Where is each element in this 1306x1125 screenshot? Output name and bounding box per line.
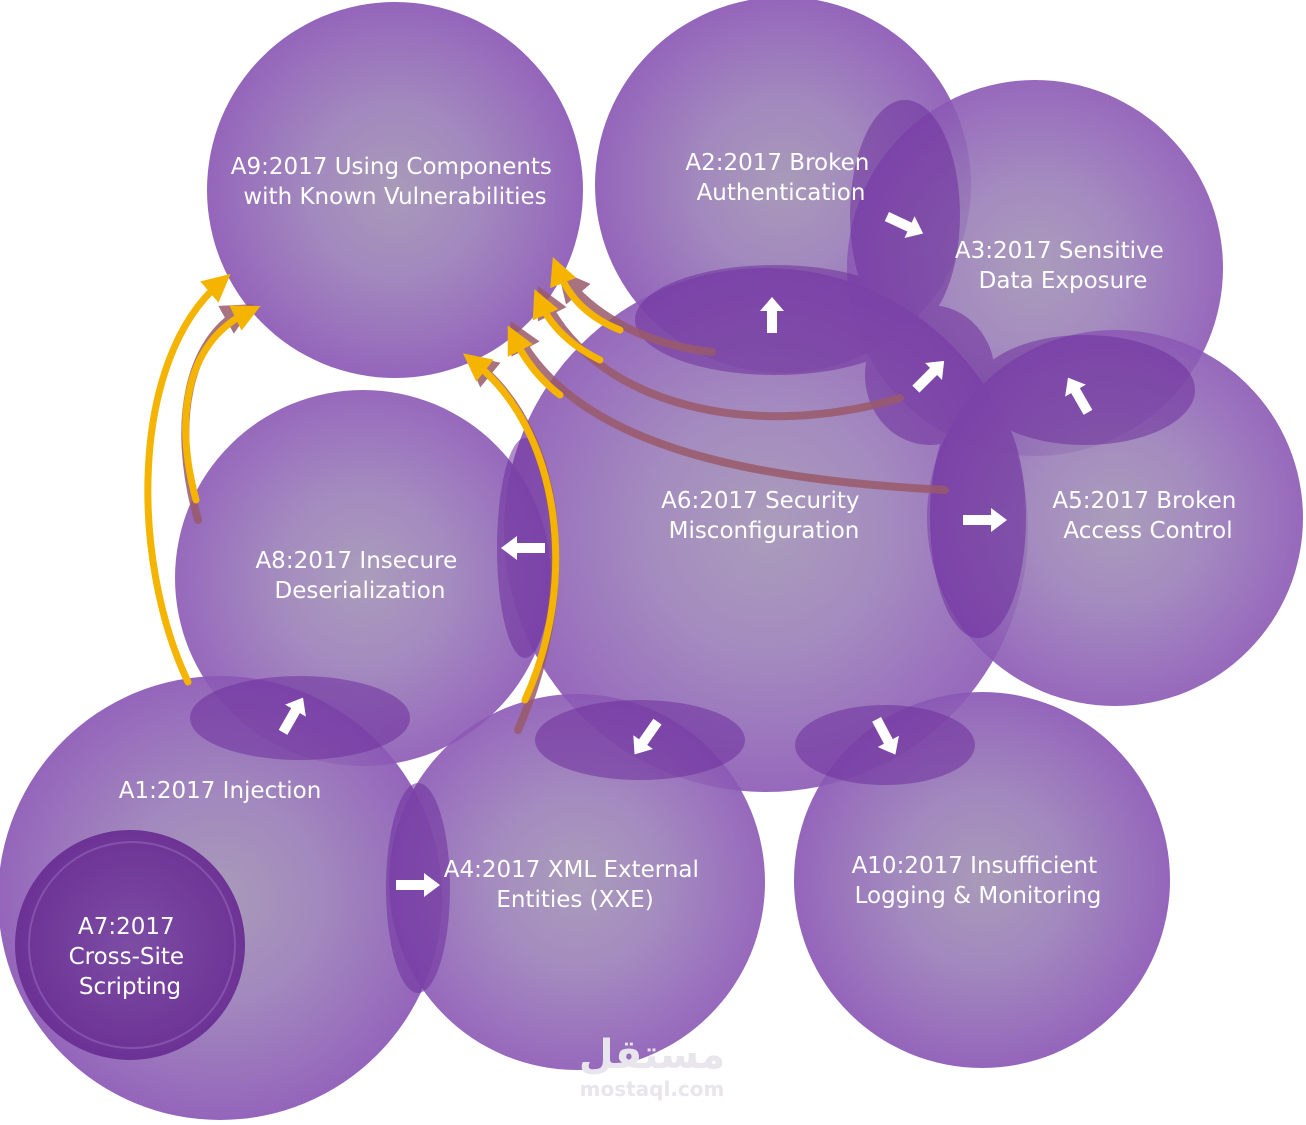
label-a7: A7:2017 Cross-Site Scripting	[69, 914, 192, 1000]
watermark: مستقل mostaql.com	[579, 1032, 725, 1101]
yellow-arrow-a8-a9	[182, 305, 261, 504]
white-arrow-a6-to-a5	[963, 508, 1007, 532]
white-arrows	[278, 212, 1093, 897]
yellow-arrow-a1-a9	[144, 273, 231, 686]
label-a2-line-1: A2:2017 Broken	[685, 150, 869, 176]
label-a1-line-1: A1:2017 Injection	[119, 778, 322, 804]
label-a10: A10:2017 Insufficient Logging & Monitori…	[852, 853, 1105, 909]
node-a9-circle	[207, 2, 583, 378]
label-a3: A3:2017 Sensitive Data Exposure	[955, 238, 1171, 294]
white-arrow-a1-to-a8	[278, 697, 306, 735]
label-a3-line-1: A3:2017 Sensitive	[955, 238, 1164, 264]
overlap-a3-a5	[975, 335, 1195, 445]
label-a2-line-2: Authentication	[697, 180, 866, 206]
white-arrow-a6-to-a10	[872, 716, 899, 755]
yellow-arrow-a4-a9	[463, 353, 560, 704]
brown-arrow-a2-a9	[557, 269, 716, 356]
node-a7-ring	[28, 841, 236, 1049]
label-a4: A4:2017 XML External Entities (XXE)	[444, 857, 706, 913]
white-arrow-a2-to-a3	[884, 212, 924, 238]
label-a8-line-1: A8:2017 Insecure	[255, 548, 457, 574]
node-a7-circle	[15, 830, 245, 1060]
watermark-arabic: مستقل	[579, 1032, 725, 1078]
white-arrow-a6-to-a8	[501, 536, 545, 560]
watermark-latin: mostaql.com	[580, 1077, 725, 1101]
label-a9-line-2: with Known Vulnerabilities	[243, 184, 546, 210]
white-arrow-a5-to-a3	[1065, 377, 1093, 415]
label-a6: A6:2017 Security Misconfiguration	[661, 488, 867, 544]
brown-arrow-a5-a9	[510, 320, 949, 494]
label-a6-line-1: A6:2017 Security	[661, 488, 859, 514]
label-a4-line-1: A4:2017 XML External	[444, 857, 699, 883]
label-a1: A1:2017 Injection	[119, 778, 322, 804]
white-arrow-a6-to-a4	[633, 718, 662, 755]
label-a8-line-2: Deserialization	[275, 578, 446, 604]
node-a4-circle	[389, 694, 765, 1070]
yellow-arrow-a6-a9-3	[507, 325, 564, 399]
white-arrow-a6-to-a2	[760, 297, 784, 333]
label-a5-line-1: A5:2017 Broken	[1052, 488, 1236, 514]
yellow-arrows	[144, 257, 624, 704]
yellow-arrow-a6-a9-2	[532, 289, 604, 364]
white-arrow-a1-to-a4	[396, 873, 440, 897]
label-a7-line-2: Cross-Site	[69, 944, 185, 970]
label-a10-line-1: A10:2017 Insufficient	[852, 853, 1098, 879]
label-a2: A2:2017 Broken Authentication	[685, 150, 876, 206]
label-a6-line-2: Misconfiguration	[669, 518, 860, 544]
label-a3-line-2: Data Exposure	[979, 268, 1148, 294]
node-a10-circle	[794, 692, 1170, 1068]
white-arrow-a6-to-a3	[912, 360, 945, 393]
label-a9: A9:2017 Using Components with Known Vuln…	[231, 154, 559, 210]
label-a10-line-2: Logging & Monitoring	[855, 883, 1102, 909]
overlap-a1-a8	[190, 676, 410, 760]
label-a7-line-3: Scripting	[79, 974, 181, 1000]
label-a5: A5:2017 Broken Access Control	[1052, 488, 1243, 544]
label-a7-line-1: A7:2017	[78, 914, 175, 940]
node-a8-circle	[175, 390, 551, 766]
label-a5-line-2: Access Control	[1063, 518, 1232, 544]
label-a9-line-1: A9:2017 Using Components	[231, 154, 552, 180]
label-a4-line-2: Entities (XXE)	[496, 887, 653, 913]
yellow-arrow-a6-a9-1	[550, 257, 624, 334]
node-labels: A9:2017 Using Components with Known Vuln…	[69, 150, 1243, 1000]
overlap-a2-a3	[850, 100, 960, 330]
label-a8: A8:2017 Insecure Deserialization	[255, 548, 464, 604]
